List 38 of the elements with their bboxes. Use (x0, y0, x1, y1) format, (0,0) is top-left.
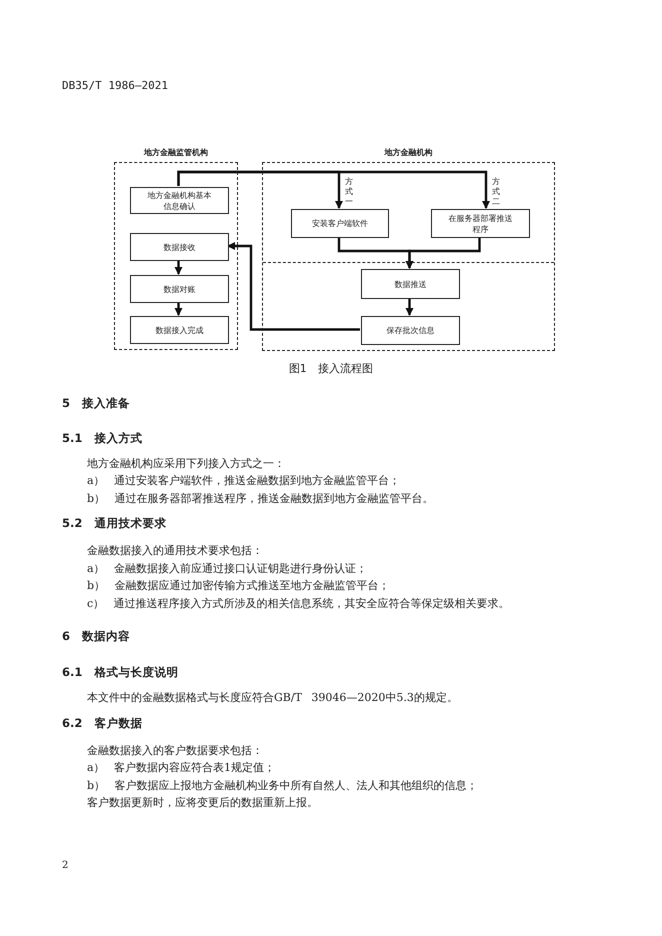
process-box: 数据接入完成 (130, 316, 229, 344)
process-box: 数据推送 (361, 269, 460, 299)
arrow (174, 302, 182, 316)
body-text: c） 通过推送程序接入方式所涉及的相关信息系统，其安全应符合等保定级相关要求。 (87, 596, 510, 611)
section-heading: 5 接入准备 (62, 396, 130, 411)
arrow (406, 237, 481, 269)
figure-caption: 图1 接入流程图 (288, 361, 374, 376)
group-heading: 地方金融监管机构 (142, 147, 209, 158)
process-box: 数据对账 (130, 275, 229, 303)
body-text: 地方金融机构应采用下列接入方式之一： (87, 456, 285, 471)
body-text: a） 客户数据内容应符合表1规定值； (87, 760, 276, 775)
edge-label: 方式二 (492, 177, 501, 207)
group-heading: 地方金融机构 (383, 147, 434, 158)
section-heading: 6 数据内容 (62, 629, 130, 644)
body-text: a） 金融数据接入前应通过接口认证钥匙进行身份认证； (87, 561, 368, 576)
body-text: 客户数据更新时，应将变更后的数据重新上报。 (87, 795, 318, 810)
section-heading: 6.1 格式与长度说明 (62, 665, 178, 680)
process-box: 安装客户端软件 (291, 209, 389, 238)
document-header: DB35/T 1986—2021 (62, 79, 168, 92)
section-heading: 5.2 通用技术要求 (62, 516, 166, 531)
page-number: 2 (62, 860, 68, 871)
process-box: 地方金融机构基本信息确认 (130, 187, 229, 214)
body-text: b） 通过在服务器部署推送程序，推送金融数据到地方金融监管平台。 (87, 491, 434, 506)
body-text: a） 通过安装客户端软件，推送金融数据到地方金融监管平台； (87, 473, 400, 488)
body-text: 金融数据接入的客户数据要求包括： (87, 743, 263, 758)
body-text: 本文件中的金融数据格式与长度应符合GB/T 39046—2020中5.3的规定。 (87, 690, 458, 705)
section-heading: 5.1 接入方式 (62, 431, 142, 446)
arrow (174, 260, 182, 275)
section-heading: 6.2 客户数据 (62, 716, 142, 731)
body-text: 金融数据接入的通用技术要求包括： (87, 543, 263, 558)
arrow (406, 298, 414, 316)
body-text: b） 客户数据应上报地方金融机构业务中所有自然人、法人和其他组织的信息； (87, 778, 478, 793)
arrow (227, 242, 360, 331)
process-box: 保存批次信息 (361, 316, 460, 345)
process-box: 数据接收 (130, 233, 229, 261)
process-box: 在服务器部署推送程序 (431, 209, 530, 238)
body-text: b） 金融数据应通过加密传输方式推送至地方金融监管平台； (87, 578, 390, 593)
arrow (177, 170, 490, 209)
